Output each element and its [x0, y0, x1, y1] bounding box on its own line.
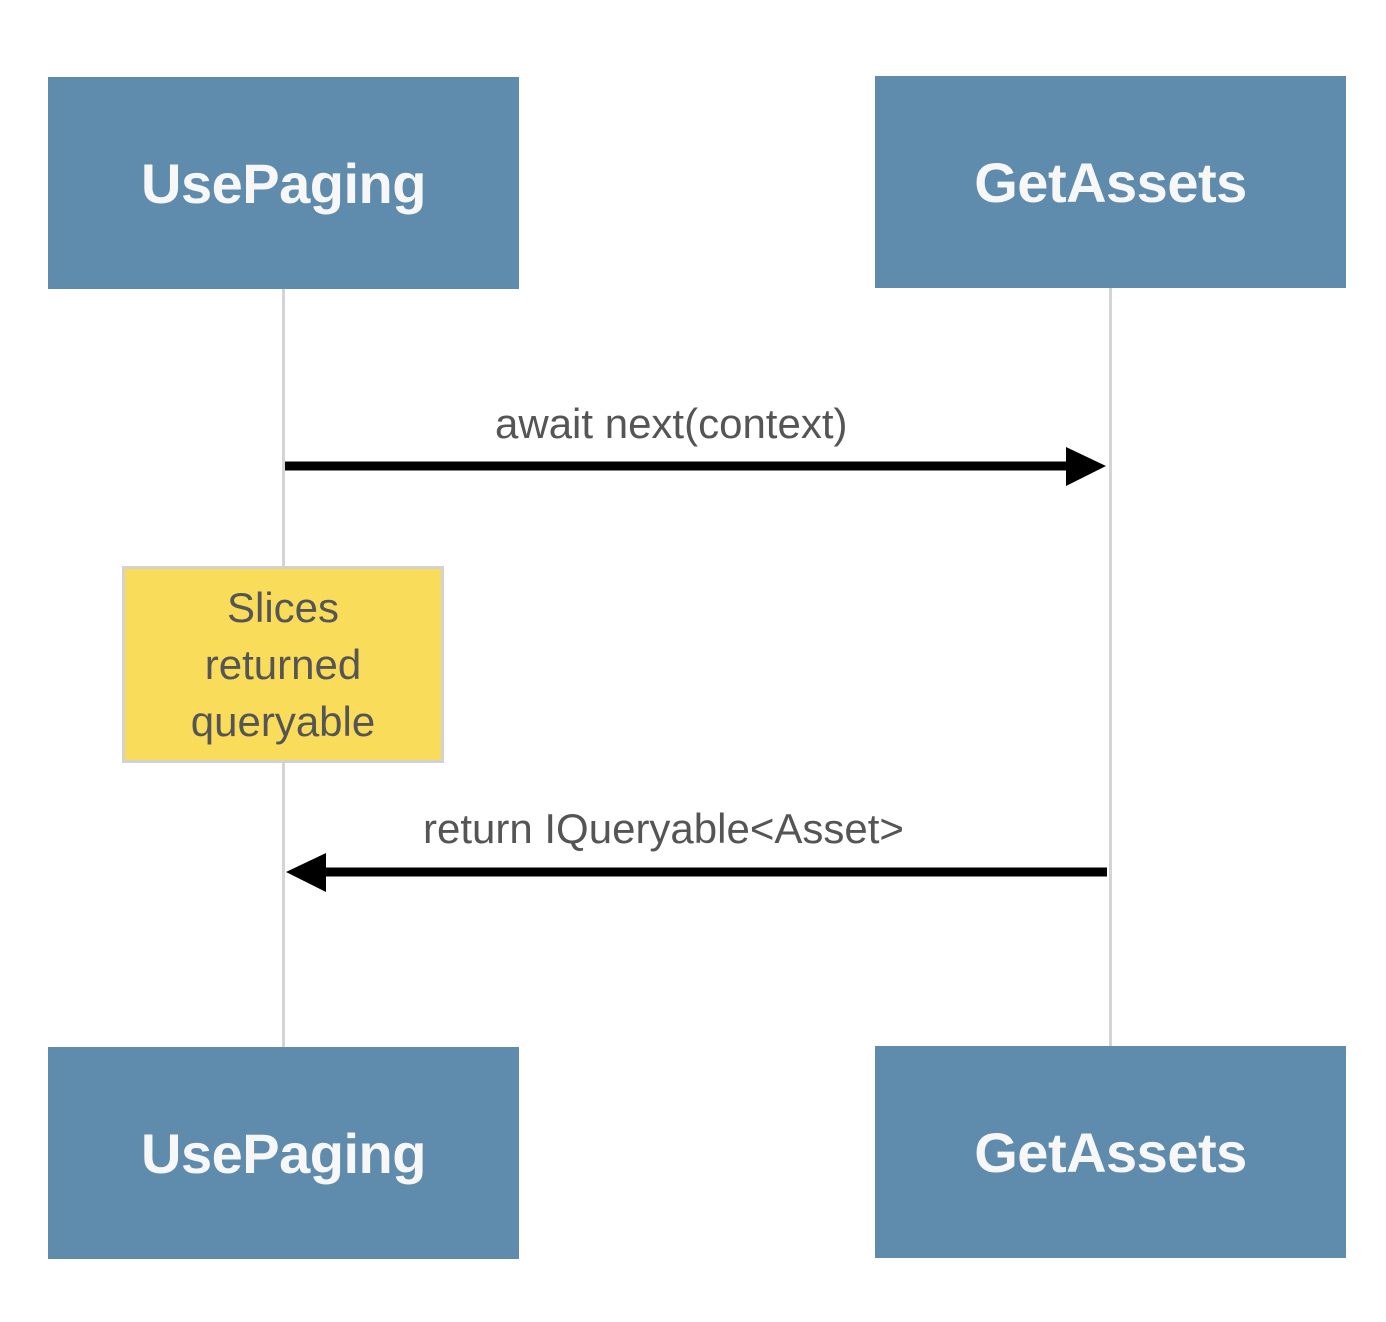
message-arrow-call — [285, 447, 1106, 486]
participant-label: UsePaging — [141, 151, 426, 215]
participant-usepaging-bottom: UsePaging — [48, 1047, 519, 1259]
participant-getassets-bottom: GetAssets — [875, 1046, 1346, 1258]
message-arrow-return — [286, 853, 1107, 892]
participant-label: GetAssets — [974, 1120, 1247, 1184]
participant-usepaging-top: UsePaging — [48, 77, 519, 289]
participant-getassets-top: GetAssets — [875, 76, 1346, 288]
note-line: Slices — [226, 584, 340, 631]
message-label-call: await next(context) — [495, 400, 848, 447]
message-label-return: return IQueryable<Asset> — [423, 805, 904, 852]
participant-label: UsePaging — [141, 1121, 426, 1185]
participant-label: GetAssets — [974, 150, 1247, 214]
note-line: queryable — [190, 698, 376, 745]
note-line: returned — [204, 641, 362, 688]
lifeline-getassets — [1109, 288, 1112, 1046]
note-slices: Slices returned queryable — [122, 566, 444, 763]
